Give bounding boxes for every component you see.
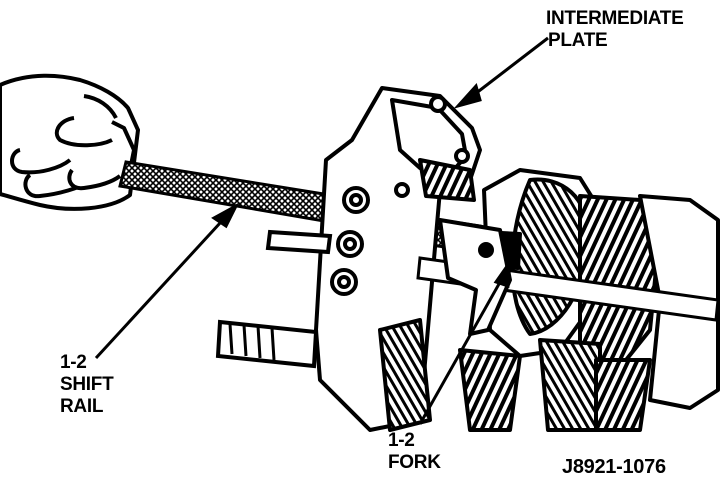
shift-rail-label-line1: 1-2 bbox=[60, 352, 87, 373]
fork-label: 1-2 FORK bbox=[388, 430, 441, 474]
arrowhead-fork bbox=[493, 256, 512, 289]
fork-label-line1: 1-2 bbox=[388, 430, 415, 451]
shift-rail-label-line2: SHIFT bbox=[60, 374, 114, 395]
fork bbox=[438, 218, 512, 336]
arrowhead-plate bbox=[453, 82, 482, 109]
figure-code: J8921-1076 bbox=[562, 456, 666, 478]
shift-rail-label-line3: RAIL bbox=[60, 396, 104, 417]
intermediate-plate-label: INTERMEDIATE PLATE bbox=[546, 8, 684, 52]
leader-lines bbox=[94, 36, 549, 425]
shift-rail-label: 1-2 SHIFT RAIL bbox=[60, 352, 114, 418]
hand bbox=[0, 73, 140, 211]
arrowhead-rail bbox=[211, 202, 240, 229]
input-shaft bbox=[215, 229, 333, 369]
intermediate-plate-label-line2: PLATE bbox=[548, 30, 608, 51]
fork-label-line2: FORK bbox=[388, 452, 441, 473]
gear-cluster bbox=[378, 158, 720, 432]
intermediate-plate-label-line1: INTERMEDIATE bbox=[546, 8, 684, 29]
